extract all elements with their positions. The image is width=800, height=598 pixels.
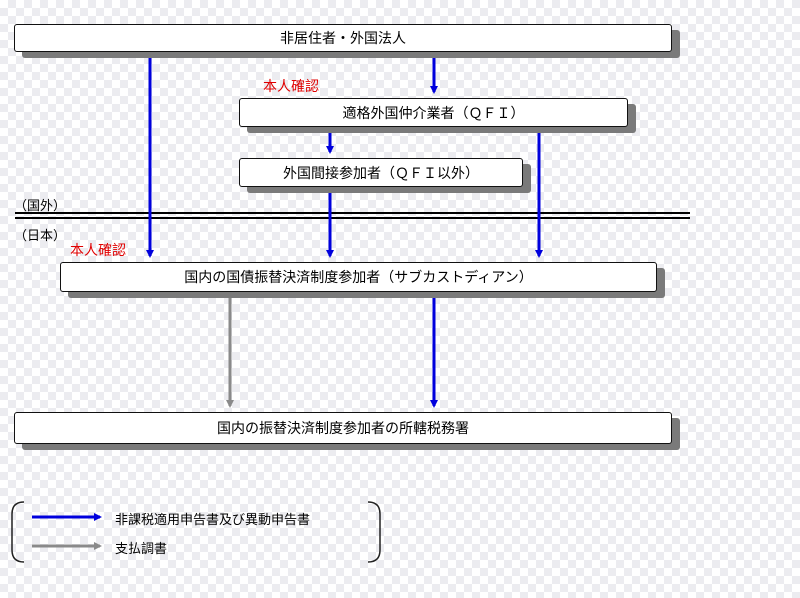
subcustodian-label: 国内の国債振替決済制度参加者（サブカストディアン）	[184, 270, 533, 286]
identity-check-label-top: 本人確認	[263, 79, 319, 95]
legend-gray-label: 支払調書	[115, 542, 168, 557]
non-resident-box: 非居住者・外国法人	[14, 24, 672, 52]
qfi-label: 適格外国仲介業者（ＱＦＩ）	[342, 105, 525, 122]
legend-bracket-left	[11, 501, 25, 563]
qfi-box: 適格外国仲介業者（ＱＦＩ）	[239, 98, 628, 127]
legend-bracket-right	[367, 501, 381, 563]
indirect-participant-box: 外国間接参加者（ＱＦＩ以外）	[239, 158, 523, 187]
region-japan-label: （日本）	[14, 229, 67, 244]
identity-check-label-bottom: 本人確認	[70, 243, 126, 259]
subcustodian-box: 国内の国債振替決済制度参加者（サブカストディアン）	[60, 262, 657, 292]
indirect-participant-label: 外国間接参加者（ＱＦＩ以外）	[283, 165, 479, 182]
region-overseas-label: （国外）	[14, 199, 67, 214]
tax-office-label: 国内の振替決済制度参加者の所轄税務署	[217, 421, 469, 437]
non-resident-label: 非居住者・外国法人	[280, 31, 406, 47]
tax-office-box: 国内の振替決済制度参加者の所轄税務署	[14, 412, 672, 444]
legend-blue-label: 非課税適用申告書及び異動申告書	[115, 513, 311, 528]
